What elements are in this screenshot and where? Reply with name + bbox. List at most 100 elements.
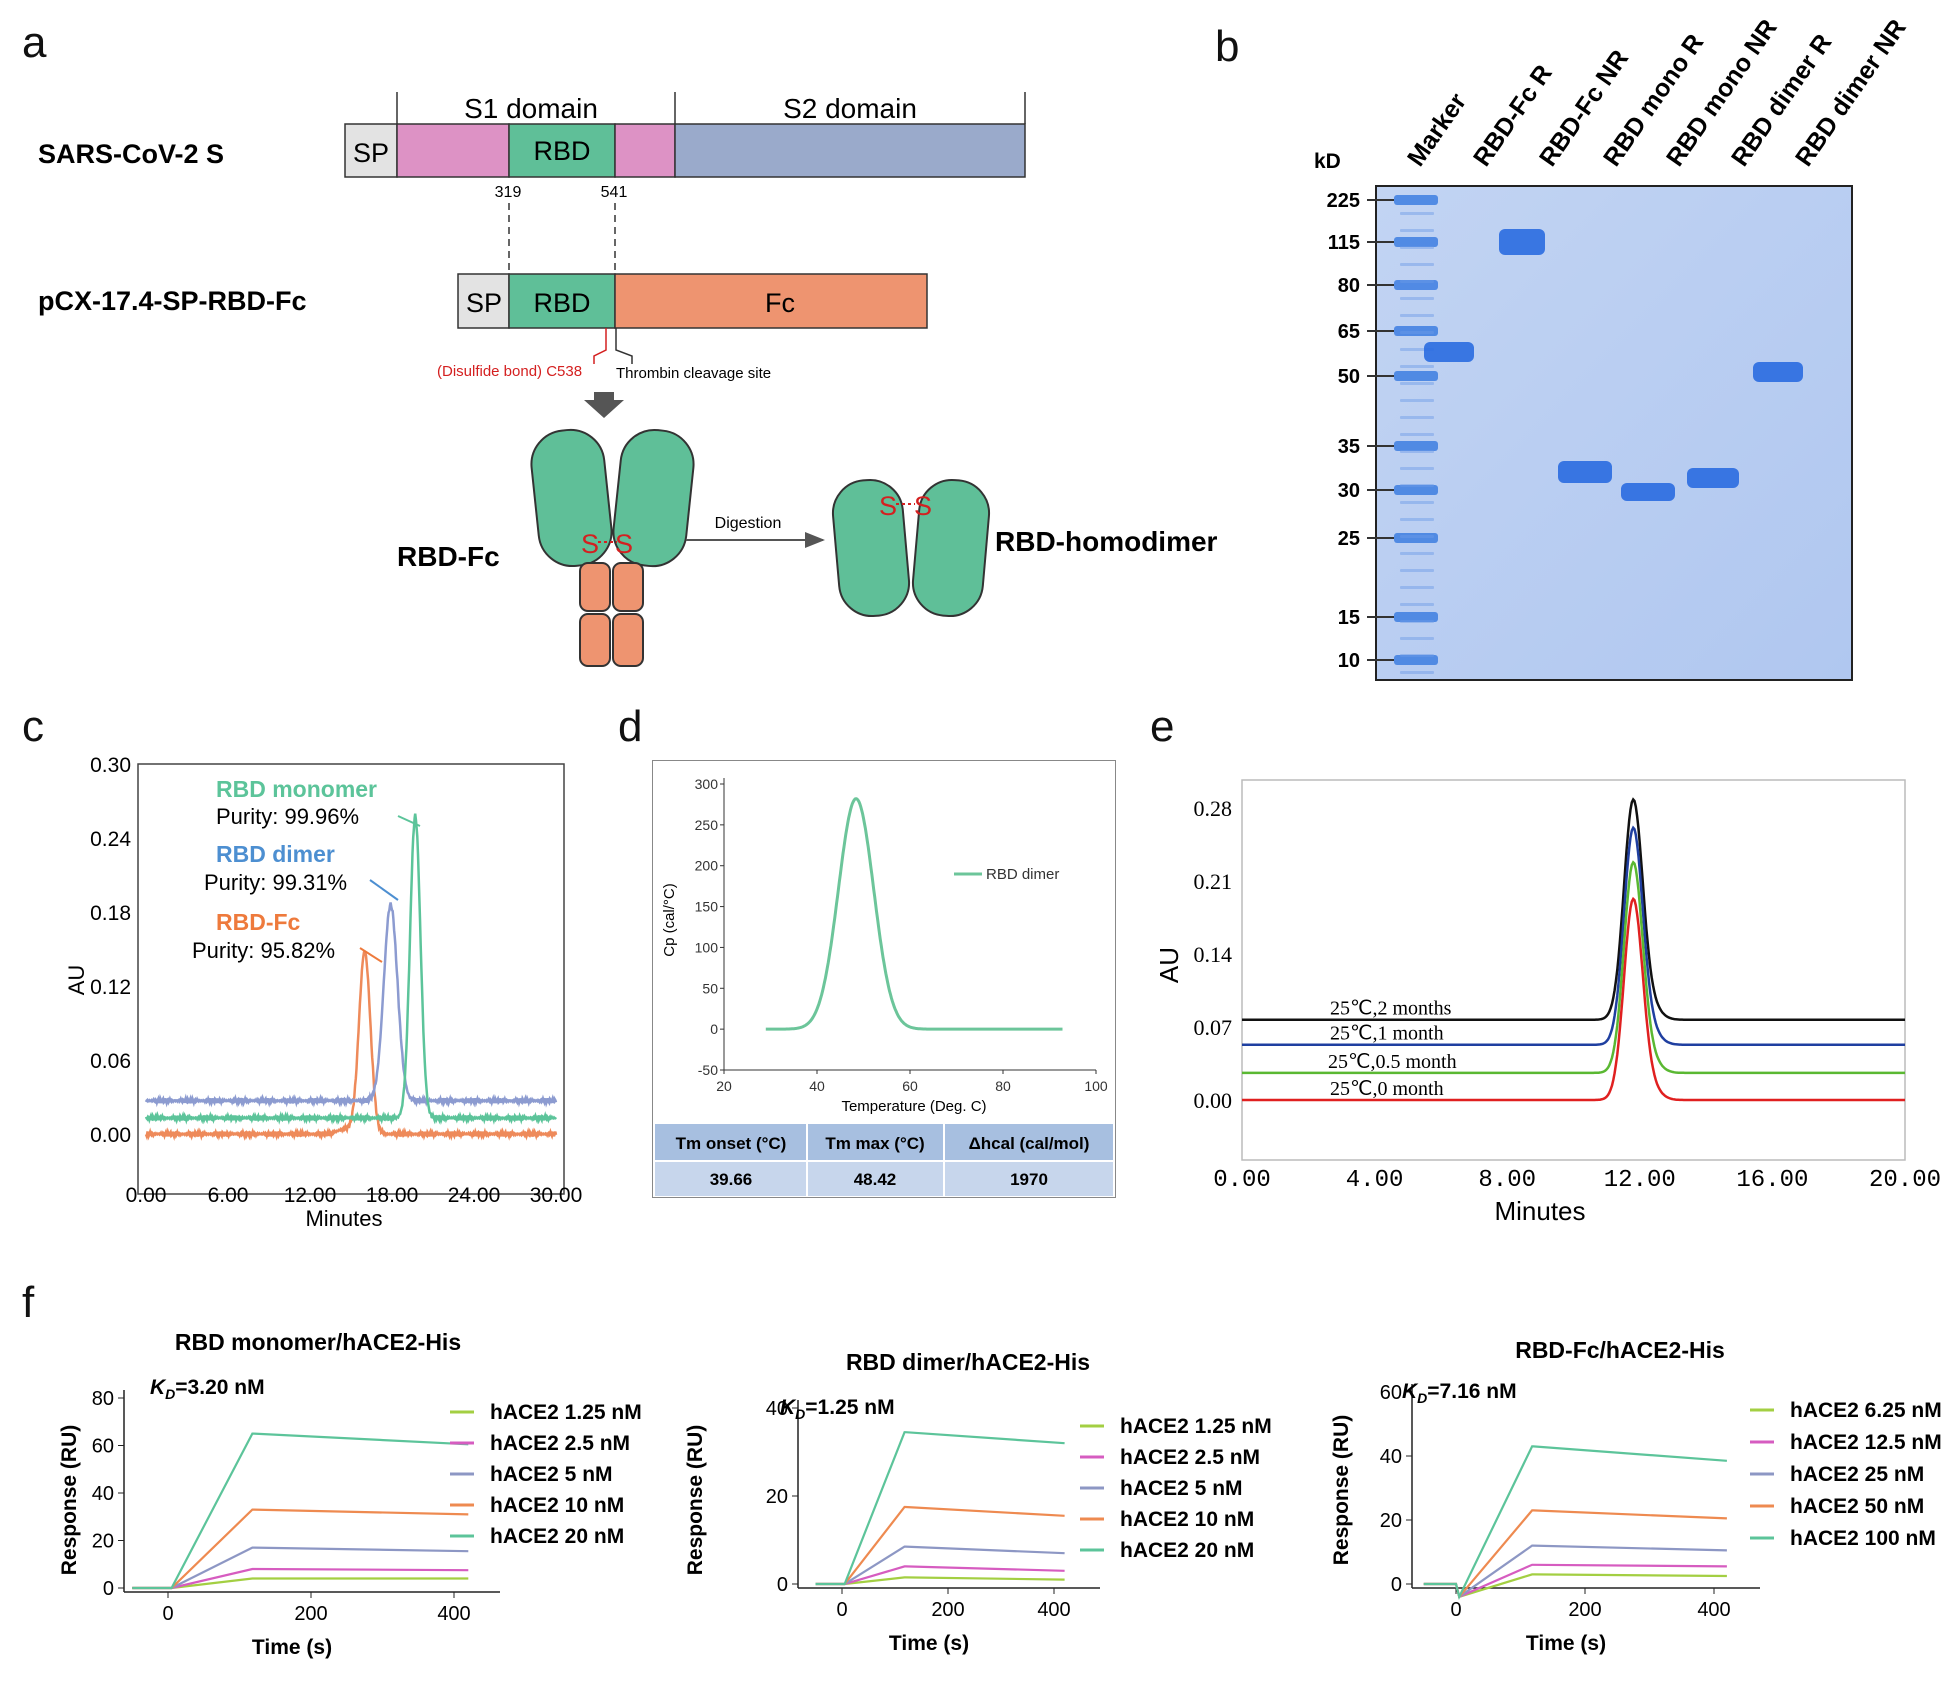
marker-ladder-tick — [1400, 569, 1434, 572]
marker-ladder-tick — [1400, 382, 1434, 385]
c-y-tick: 0.06 — [90, 1050, 131, 1073]
marker-ladder-tick — [1400, 365, 1434, 368]
e-y-tick: 0.07 — [1194, 1015, 1233, 1040]
f-curve — [1423, 1445, 1727, 1600]
e-trace-label: 25℃,0 month — [1330, 1078, 1444, 1100]
c-trace — [144, 950, 558, 1142]
c-trace — [144, 813, 558, 1126]
e-trace-label: 25℃,2 months — [1330, 998, 1452, 1020]
sp-label-2: SP — [466, 288, 502, 318]
f-title: RBD-Fc/hACE2-His — [1515, 1337, 1725, 1363]
marker-ladder-tick — [1400, 467, 1434, 470]
sp-segment — [344, 123, 398, 178]
fc-block-2 — [612, 562, 644, 612]
marker-band — [1394, 612, 1438, 622]
gel-marker-label: 10 — [1338, 650, 1360, 672]
e-trace-label: 25℃,0.5 month — [1328, 1051, 1457, 1073]
f-legend-label: hACE2 6.25 nM — [1790, 1399, 1942, 1422]
marker-ladder-tick — [1400, 280, 1434, 283]
s1-segment-right — [614, 123, 676, 178]
c-y-axis-label: AU — [64, 965, 89, 996]
e-y-tick: 0.28 — [1194, 796, 1233, 821]
c-x-tick: 24.00 — [448, 1184, 501, 1207]
marker-band — [1394, 326, 1438, 336]
f-legend-label: hACE2 1.25 nM — [490, 1401, 642, 1424]
d-legend-label: RBD dimer — [986, 866, 1059, 883]
gel-marker-label: 80 — [1338, 275, 1360, 297]
f-x-tick: 400 — [437, 1603, 470, 1625]
marker-band — [1394, 371, 1438, 381]
panel-d-dsc: Cp (cal/°C) Temperature (Deg. C) -500501… — [655, 776, 1113, 1196]
s1-segment-left — [396, 123, 510, 178]
d-table-value-3: 1970 — [1010, 1170, 1048, 1189]
homodimer-label: RBD-homodimer — [995, 526, 1218, 557]
marker-band — [1394, 655, 1438, 665]
f-x-tick: 200 — [931, 1599, 964, 1621]
gel-lane-label: Marker — [1402, 88, 1472, 171]
c-x-tick: 6.00 — [208, 1184, 249, 1207]
gel-marker-label: 115 — [1328, 232, 1360, 254]
gel-background — [1375, 185, 1853, 681]
f-y-tick: 20 — [766, 1486, 788, 1508]
marker-ladder-tick — [1400, 331, 1434, 334]
marker-ladder-tick — [1400, 212, 1434, 215]
e-trace — [1242, 860, 1905, 1075]
marker-ladder-tick — [1400, 450, 1434, 453]
f-y-tick: 40 — [92, 1483, 114, 1505]
position-319: 319 — [495, 184, 522, 201]
fc-segment — [614, 273, 928, 329]
rbd-label: RBD — [533, 136, 590, 166]
panel-label-a: a — [22, 18, 47, 67]
f-y-tick: 40 — [1380, 1446, 1402, 1468]
f-x-tick: 0 — [162, 1603, 173, 1625]
rbd-fc-label: RBD-Fc — [397, 541, 500, 572]
marker-ladder-tick — [1400, 484, 1434, 487]
e-trace — [1242, 797, 1905, 1021]
fc-block-1 — [579, 562, 611, 612]
f-x-tick: 0 — [1450, 1599, 1461, 1621]
fc-label: Fc — [765, 288, 795, 318]
e-x-tick: 4.00 — [1346, 1167, 1404, 1194]
f-legend-label: hACE2 20 nM — [490, 1525, 624, 1548]
e-x-axis-label: Minutes — [1494, 1196, 1585, 1226]
rbd-fc-arm-right — [612, 428, 695, 568]
d-y-tick: 100 — [695, 939, 719, 955]
sample-band — [1687, 468, 1739, 488]
f-legend-label: hACE2 1.25 nM — [1120, 1415, 1272, 1438]
e-y-tick: 0.14 — [1194, 942, 1233, 967]
f-curve — [815, 1431, 1065, 1586]
marker-ladder-tick — [1400, 518, 1434, 521]
f-y-axis-label: Response (RU) — [684, 1425, 707, 1576]
c-y-tick: 0.00 — [90, 1124, 131, 1147]
marker-ladder-tick — [1400, 501, 1434, 504]
d-y-tick: 150 — [695, 899, 719, 915]
construct-1-name: SARS-CoV-2 S — [38, 139, 224, 169]
f-x-tick: 200 — [1568, 1599, 1601, 1621]
f-legend-label: hACE2 2.5 nM — [1120, 1446, 1260, 1469]
f-legend-label: hACE2 20 nM — [1120, 1539, 1254, 1562]
d-y-tick: 250 — [695, 817, 719, 833]
marker-band — [1394, 441, 1438, 451]
e-x-tick: 12.00 — [1604, 1167, 1676, 1194]
f-y-tick: 0 — [103, 1578, 114, 1600]
d-x-tick: 20 — [716, 1078, 732, 1094]
c-annot-name: RBD-Fc — [216, 909, 301, 935]
disulfide-s-left: S — [581, 529, 599, 559]
f-x-tick: 200 — [294, 1603, 327, 1625]
marker-ladder-tick — [1400, 297, 1434, 300]
sample-band — [1558, 461, 1612, 483]
marker-ladder-tick — [1400, 654, 1434, 657]
position-541: 541 — [601, 184, 628, 201]
marker-ladder-tick — [1400, 535, 1434, 538]
down-arrow — [584, 392, 624, 418]
f-y-tick: 0 — [1391, 1574, 1402, 1596]
gel-marker-label: 15 — [1338, 607, 1360, 629]
gel-unit-label: kD — [1314, 150, 1341, 173]
f-y-tick: 40 — [766, 1398, 788, 1420]
homodimer-arm-right — [911, 478, 991, 618]
marker-ladder-tick — [1400, 246, 1434, 249]
panel-a-schematic: SARS-CoV-2 S S1 domain S2 domain SP RBD … — [38, 92, 1218, 667]
f-kd-value: KD=1.25 nM — [780, 1396, 895, 1422]
